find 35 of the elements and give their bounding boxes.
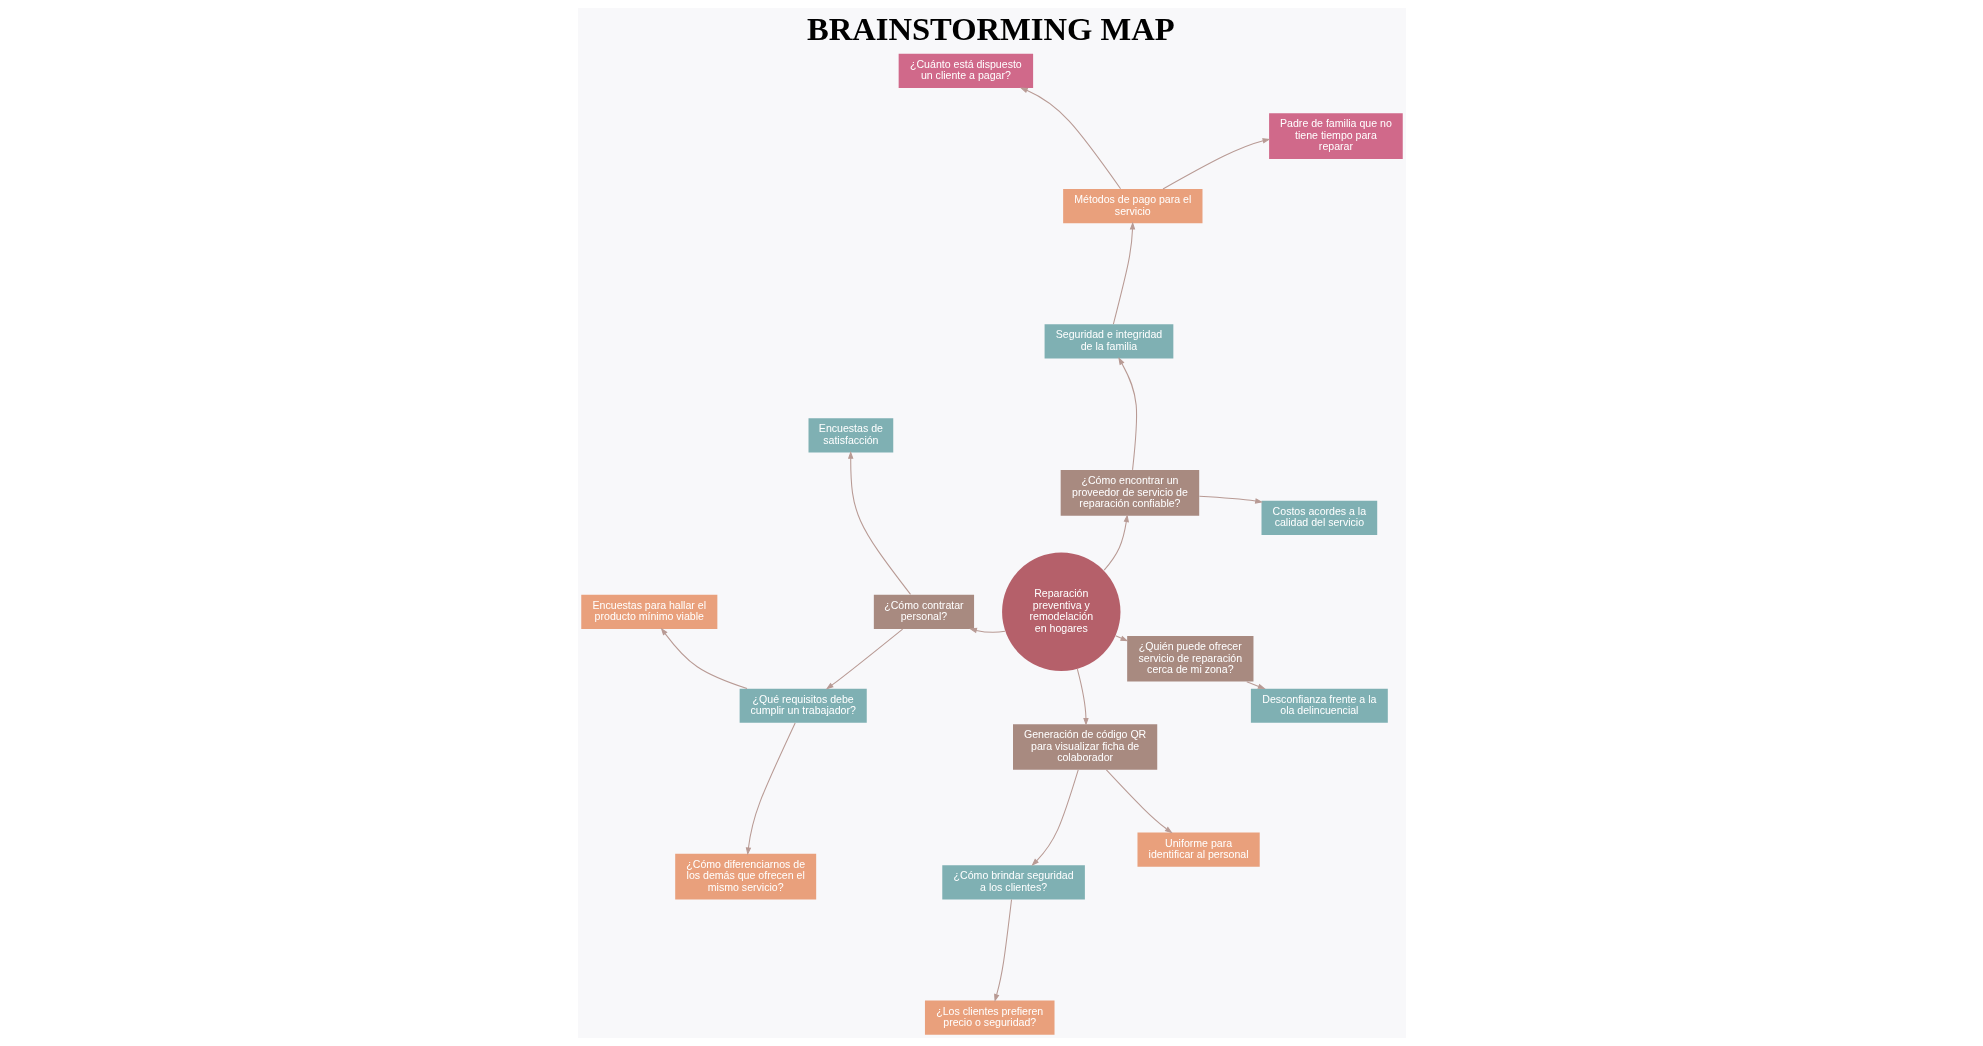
arrow [1198, 495, 1263, 504]
arrow [1103, 514, 1129, 571]
arrow [825, 628, 903, 690]
arrow [1112, 221, 1135, 325]
arrow [745, 722, 796, 856]
node-box: Uniforme para identificar al personal [1137, 832, 1260, 867]
node-box: ¿Cómo brindar seguridad a los clientes? [941, 865, 1085, 900]
arrow [1117, 357, 1137, 471]
arrow [968, 627, 1006, 634]
arrow [1019, 87, 1121, 190]
node-box: Encuestas de satisfacción [808, 418, 893, 453]
arrow [1030, 769, 1079, 867]
arrow [1114, 635, 1128, 642]
arrow [660, 627, 748, 690]
node-box: Métodos de pago para el servicio [1062, 189, 1202, 224]
node-box: ¿Quién puede ofrecer servicio de reparación cerca de mi zona? [1126, 635, 1253, 682]
node-box: ¿Cómo contratar personal? [873, 594, 974, 629]
arrow [1076, 668, 1089, 726]
node-box: Costos acordes a la calidad del servicio [1261, 500, 1377, 535]
node-box: ¿Cuánto está dispuesto un cliente a pagar? [898, 53, 1033, 88]
node-box: Generación de código QR para visualizar ficha de colaborador [1012, 724, 1157, 770]
node-box: ¿Cómo encontrar un proveedor de servicio de reparación confiable? [1060, 470, 1199, 516]
diagram-title: BRAINSTORMING MAP [806, 10, 1175, 47]
node-box: Padre de familia que no tiene tiempo para reparar [1268, 113, 1403, 159]
node-box: ¿Qué requisitos debe cumplir un trabajador? [739, 688, 867, 723]
arrow [1245, 681, 1266, 690]
node-box: ¿Cómo diferenciarnos de los demás que ofrecen el mismo servicio? [674, 853, 816, 900]
arrow [1161, 138, 1270, 190]
node-box: Desconfianza frente a la ola delincuencial [1250, 688, 1388, 723]
arrow [1105, 769, 1173, 834]
arrow [993, 899, 1012, 1002]
arrow [847, 450, 911, 595]
node-box: ¿Los clientes prefieren precio o seguridad? [924, 1000, 1054, 1035]
node-box: Encuestas para hallar el producto mínimo viable [580, 594, 717, 629]
node-box: Seguridad e integridad de la familia [1044, 324, 1173, 359]
